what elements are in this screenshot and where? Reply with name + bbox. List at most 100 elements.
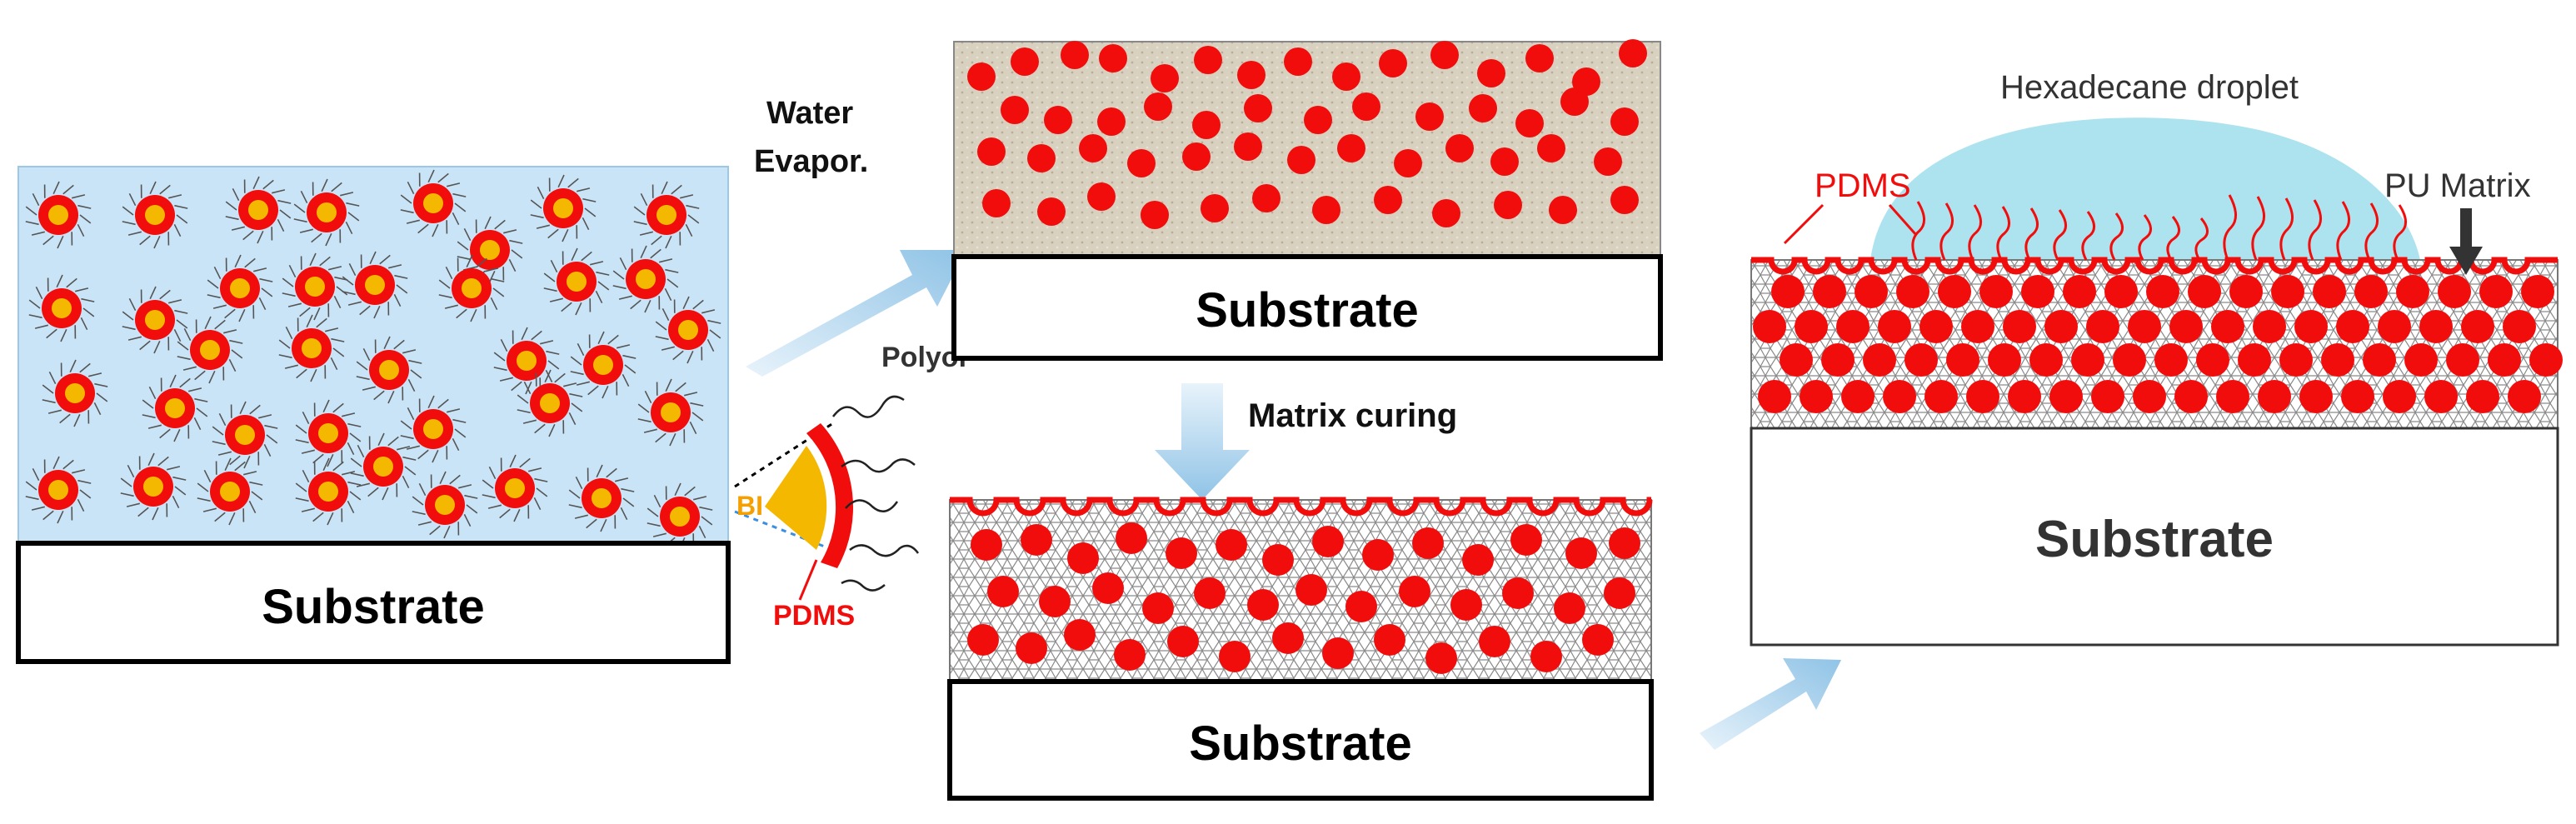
cured-film-particles [967,522,1640,674]
pdms-surface-line [950,497,1653,517]
pdms-particle [1905,343,1938,377]
core-shell-particle [530,174,597,242]
pdms-chain [2336,201,2350,261]
pdms-particle [1194,46,1222,74]
pdms-particle [1272,622,1304,654]
core-shell-particle [122,181,188,249]
core-shell-particle [482,454,548,522]
pdms-chain [2279,197,2294,261]
pdms-particle [1219,641,1251,672]
pdms-particle [1462,544,1494,576]
pdms-particle [1079,134,1107,162]
pdms-chain [2223,194,2237,261]
core-shell-particle [543,247,610,316]
pdms-particle [1295,574,1327,606]
pdms-particle [1244,94,1272,122]
pdms-particle [1167,626,1199,657]
bi-label: BI [736,491,763,521]
substrate-label-2: Substrate [1196,283,1419,337]
pdms-particle [1938,275,1971,308]
pu-matrix-arrow [2449,208,2483,275]
core-shell-particle [142,374,208,442]
core-shell-particle [25,181,92,249]
pdms-chain [2308,199,2322,261]
pdms-surface-line [1751,257,2558,275]
core-shell-particle [637,378,704,447]
pdms-particle [2299,380,2333,413]
core-shell-particle [356,336,422,404]
pdms-chain [2081,211,2095,261]
pdms-particle [1345,591,1377,622]
pdms-particle [1322,637,1354,669]
pdms-chain [1939,202,1954,261]
core-shell-particle [646,482,713,551]
pdms-chain [1968,204,1982,261]
pdms-label-inset: PDMS [773,600,855,632]
pdms-particle [1234,132,1262,161]
pdms-particle [2128,310,2161,343]
pdms-particle [1141,201,1169,229]
pdms-particle [2196,343,2229,377]
pdms-particle [2169,310,2203,343]
pdms-particle [1821,343,1855,377]
pdms-particle [2174,380,2208,413]
core-shell-particle [350,432,417,501]
pdms-chain [2024,207,2039,261]
pdms-particle [2354,275,2388,308]
core-shell-particle [570,331,637,399]
pdms-shell-arc [806,423,854,568]
pdms-chain [2166,216,2180,261]
pdms-particle [1011,47,1039,76]
pdms-particle [2313,275,2346,308]
pdms-particle [1252,184,1281,212]
pdms-particle [1979,275,2013,308]
pdms-particle [1312,526,1344,557]
substrate-block-4 [1750,427,2559,647]
substrate-label-1: Substrate [262,580,485,634]
water-evapor-label-line2: Evapor. [754,144,868,179]
pdms-particle [1192,111,1221,139]
pdms-chain [1911,201,1925,261]
pdms-particle [1925,380,1958,413]
water-dispersion-layer [17,166,729,544]
pdms-particle [1061,41,1089,69]
pdms-particle [1883,380,1916,413]
pdms-particle [1479,626,1510,657]
pdms-particle [2466,380,2499,413]
pdms-chain [2138,214,2152,261]
pdms-particle [2008,380,2041,413]
panel-dried-film: Substrate [951,39,1663,361]
pdms-particle [1515,109,1544,137]
pdms-particle [1549,196,1577,224]
pdms-particle [1813,275,1846,308]
pdms-particle [1565,537,1597,569]
pdms-particle [1477,59,1505,87]
pdms-particle [1247,589,1279,621]
pdms-particle [1490,147,1519,176]
pdms-particle [1039,586,1071,617]
arrow-to-final [1700,658,1841,750]
core-shell-particle [278,314,345,382]
pdms-particle [1609,527,1640,559]
dispersion-particles [25,169,721,551]
pdms-particle [1332,62,1360,91]
pdms-particle [1352,92,1380,121]
pdms-particle [1753,310,1786,343]
core-shell-particle [400,395,467,463]
pdms-particle [2341,380,2374,413]
pdms-particle [2294,310,2328,343]
polyol-chains [832,395,920,592]
core-shell-particle [225,176,292,244]
pdms-particle [2508,380,2541,413]
core-shell-particle [633,181,700,249]
pdms-particle [1445,134,1474,162]
pdms-surface-chains [1911,194,2407,261]
pdms-particle [2279,343,2313,377]
pdms-particle [1194,577,1226,609]
pdms-particle [1946,343,1979,377]
pdms-particle [1182,142,1211,171]
pdms-particle [2044,310,2078,343]
pdms-particle [1966,380,1999,413]
pdms-particle [2146,275,2179,308]
pdms-particle [2211,310,2244,343]
